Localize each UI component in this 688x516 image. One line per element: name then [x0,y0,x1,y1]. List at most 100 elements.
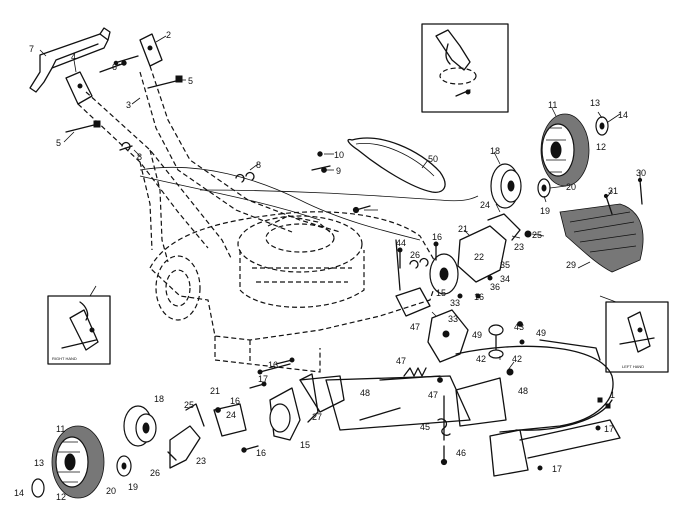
inset-box-top [421,23,509,113]
callout-15: 15 [300,440,310,450]
callout-39: 46 [456,448,466,458]
callout-13: 13 [34,458,44,468]
callout-16: 16 [432,232,442,242]
callout-20: 20 [106,486,116,496]
callout-15: 15 [436,288,446,298]
transmission-housing [429,213,532,295]
callout-17: 17 [552,464,562,474]
leader-lines [39,35,641,371]
callout-41: 47 [410,322,420,332]
callout-labels: 7 4 6 2 5 3 5 8 8 9 10 50 11 13 14 12 18… [14,30,646,502]
callout-7: 7 [29,44,34,54]
callout-37: 44 [396,238,406,248]
wheel-arm-left [167,403,205,469]
drive-pulley [490,163,522,209]
front-pulley [123,405,157,447]
callout-17: 17 [258,374,268,384]
callout-12: 12 [596,142,606,152]
engine [237,215,365,308]
callout-28: 30 [636,168,646,178]
callout-24: 25 [184,400,194,410]
callout-22: 23 [196,456,206,466]
callout-16: 16 [474,292,484,302]
mower-deck [149,211,441,373]
wheel-support-15 [241,357,319,453]
callout-18: 18 [154,394,164,404]
callout-2: 2 [166,30,171,40]
callout-19: 19 [128,482,138,492]
callout-27: 29 [566,260,576,270]
shift-linkage [395,239,469,363]
callout-26: 27 [312,412,322,422]
small-parts [352,205,601,471]
height-adjuster-rod [359,395,451,466]
pinion-gear-left [116,455,132,477]
handle-bracket-left [65,71,93,105]
callout-33: 35 [500,260,510,270]
spring-40 [403,367,427,377]
callout-31: 33 [448,314,458,324]
callout-14: 14 [14,488,24,498]
callout-19: 19 [540,206,550,216]
hubcap-right [595,116,609,136]
callout-17: 17 [604,424,614,434]
callout-38: 45 [420,422,430,432]
front-wheel-left [51,425,105,499]
callout-24: 24 [480,200,490,210]
callout-20: 20 [566,182,576,192]
rear-wheel-ghost [155,255,201,321]
callout-10: 10 [334,150,344,160]
callout-25: 26 [150,468,160,478]
upper-handle [29,27,111,93]
callout-8: 8 [137,152,142,162]
callout-43: 50 [428,154,438,164]
callout-23: 23 [514,242,524,252]
inset-box-right-hand [47,295,111,365]
callout-40: 47 [396,356,406,366]
callout-3: 3 [126,100,131,110]
callout-30: 33 [450,298,460,308]
callout-45: 48 [518,386,528,396]
callout-4: 4 [71,52,76,62]
callout-18: 18 [490,146,500,156]
inset-box-left-hand [605,301,669,373]
callout-21: 21 [210,386,220,396]
callout-40: 47 [428,390,438,400]
control-cables [139,151,479,241]
height-adjuster [488,324,504,359]
callout-42: 48 [360,388,370,398]
callout-8: 8 [256,160,261,170]
callout-36: 43 [514,322,524,332]
callout-14: 14 [618,110,628,120]
callout-25: 25 [532,230,542,240]
hubcap-left [31,478,45,498]
callout-21: 21 [458,224,468,234]
grass-chute-deflector [559,177,644,273]
callout-6: 6 [112,62,117,72]
callout-11: 11 [548,100,557,110]
inset-caption-left-hand: LEFT HAND [622,364,644,369]
callout-16: 16 [268,360,278,370]
deck-front-panel [299,375,471,431]
callout-5: 5 [56,138,61,148]
callout-22: 22 [474,252,484,262]
drive-belt [347,137,446,193]
pinion-gear-right [537,178,551,198]
callout-5: 5 [188,76,193,86]
callout-26: 26 [410,250,420,260]
inset-caption-right-hand: RIGHT HAND [52,356,77,361]
callout-13: 13 [590,98,600,108]
callout-11: 11 [56,424,65,434]
callout-16: 16 [256,448,266,458]
handle-bracket-right [139,33,163,67]
wheel-bracket-21 [213,403,247,437]
callout-23: 24 [226,410,236,420]
callout-33: 36 [490,282,500,292]
callout-34: 42 [476,354,486,364]
callout-35: 42 [512,354,522,364]
callout-29: 31 [608,186,618,196]
rear-wheel-right [540,113,590,187]
callout-12: 12 [56,492,66,502]
rear-skirt [455,339,621,477]
